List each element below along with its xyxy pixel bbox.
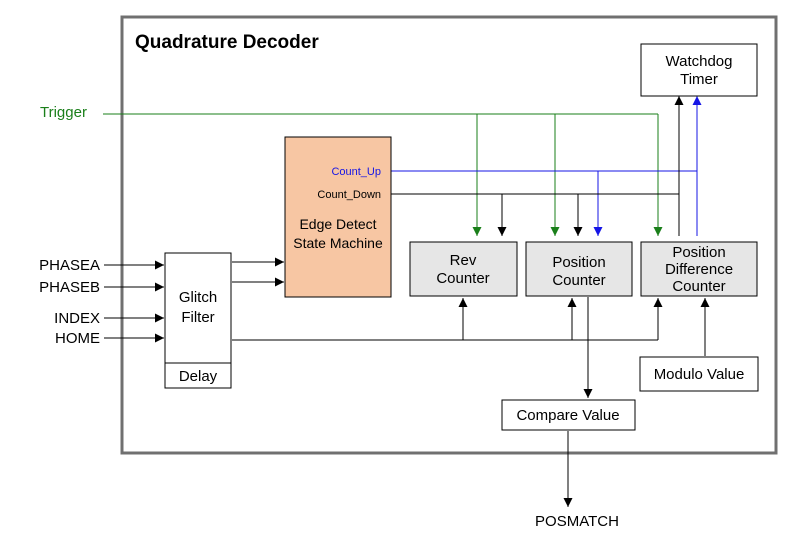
rev-counter-block (409, 241, 518, 297)
glitch-filter-block (164, 252, 232, 389)
delay-bus-wires (232, 298, 663, 341)
position-difference-counter-label: Position Difference Counter (665, 244, 733, 295)
position-counter-label-line-1: Position (552, 254, 605, 271)
posmatch-label: POSMATCH (535, 513, 619, 530)
modulo-value-label: Modulo Value (654, 366, 745, 383)
watchdog-timer-label-line-2: Timer (680, 71, 718, 88)
input-home: HOME (55, 330, 100, 347)
watchdog-timer-label-line-1: Watchdog (666, 53, 733, 70)
position-counter-block (525, 241, 633, 297)
compare-value-label: Compare Value (516, 407, 619, 424)
rev-counter-label-line-2: Counter (436, 270, 489, 287)
filter-to-edge-wires (232, 257, 284, 287)
watchdog-timer-block (640, 43, 758, 97)
diagram-title: Quadrature Decoder (135, 32, 319, 53)
glitch-filter-label: Glitch Filter (179, 289, 217, 326)
count-down-wires (390, 96, 684, 236)
edge-detect-label: Edge Detect State Machine (293, 216, 383, 251)
count-up-wires (390, 96, 702, 236)
count-down-label: Count_Down (317, 189, 381, 201)
trigger-wires (103, 113, 663, 236)
delay-label: Delay (179, 368, 218, 385)
watchdog-timer-label: Watchdog Timer (666, 53, 733, 88)
modulo-value-block (639, 356, 759, 392)
input-phasea: PHASEA (39, 257, 100, 274)
glitch-filter-label-line-1: Glitch (179, 289, 217, 306)
trigger-label: Trigger (40, 104, 87, 121)
glitch-filter-label-line-2: Filter (181, 309, 214, 326)
position-counter-label-line-2: Counter (552, 272, 605, 289)
compare-value-block (501, 399, 636, 431)
count-up-label: Count_Up (331, 166, 381, 178)
edge-detect-label-line-1: Edge Detect (299, 216, 376, 232)
rev-counter-label-line-1: Rev (450, 252, 477, 269)
input-index: INDEX (54, 310, 100, 327)
input-wires (104, 260, 164, 343)
position-difference-counter-block (640, 241, 758, 297)
edge-detect-block (284, 136, 392, 298)
position-difference-counter-label-line-3: Counter (672, 278, 725, 295)
input-phaseb: PHASEB (39, 279, 100, 296)
rev-counter-label: Rev Counter (436, 252, 489, 287)
input-labels: PHASEA PHASEB INDEX HOME (39, 257, 100, 347)
position-counter-label: Position Counter (552, 254, 605, 289)
position-difference-counter-label-line-2: Difference (665, 261, 733, 278)
position-difference-counter-label-line-1: Position (672, 244, 725, 261)
edge-detect-label-line-2: State Machine (293, 235, 383, 251)
